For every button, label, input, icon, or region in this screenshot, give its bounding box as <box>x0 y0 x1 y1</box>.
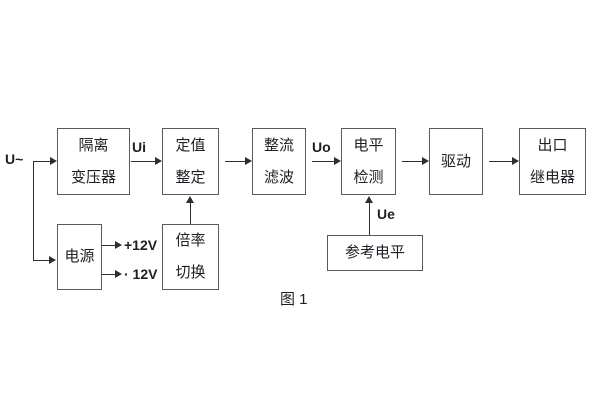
arrowhead-minus12 <box>115 270 122 278</box>
figure-caption: 图 1 <box>280 291 308 308</box>
block-reference-level: 参考电平 <box>327 235 423 271</box>
connector-driver-relay <box>489 161 513 162</box>
block-label: 倍率 <box>175 232 206 249</box>
block-power-supply: 电源 <box>57 224 102 290</box>
connector-input-branch-down <box>33 161 34 260</box>
connector-rectifier-detector <box>312 161 335 162</box>
arrowhead-into-detector-bottom <box>365 196 373 203</box>
block-label: 电源 <box>64 248 95 265</box>
connector-reference-detector <box>369 203 370 235</box>
arrowhead-into-driver <box>422 157 429 165</box>
block-label: 电平 <box>353 136 384 154</box>
block-label: 定值 <box>175 136 206 154</box>
input-signal-label: U~ <box>5 151 24 167</box>
block-level-detector: 电平 检测 <box>341 128 396 195</box>
block-label: 整定 <box>175 168 206 186</box>
arrowhead-into-setpoint <box>155 157 162 165</box>
arrowhead-plus12 <box>115 241 122 249</box>
connector-power-plus12 <box>102 245 116 246</box>
signal-label-uo: Uo <box>312 139 331 155</box>
arrowhead-into-power <box>49 256 56 264</box>
block-output-relay: 出口 继电器 <box>519 128 586 195</box>
connector-detector-driver <box>402 161 423 162</box>
block-label: 隔离 <box>78 136 109 154</box>
arrowhead-into-relay <box>512 157 519 165</box>
connector-power-minus12 <box>102 274 116 275</box>
block-label: 整流 <box>263 136 294 154</box>
block-label: 出口 <box>537 136 568 154</box>
block-label: 继电器 <box>529 168 575 186</box>
block-label: 检测 <box>353 168 384 186</box>
arrowhead-into-rectifier <box>245 157 252 165</box>
block-label: 驱动 <box>440 152 471 170</box>
block-label: 切换 <box>175 264 206 281</box>
signal-label-ue: Ue <box>377 206 395 222</box>
block-label: 滤波 <box>263 168 294 186</box>
power-label-minus12v: · 12V <box>124 266 158 282</box>
block-driver: 驱动 <box>429 128 483 195</box>
signal-label-ui: Ui <box>132 139 146 155</box>
connector-ratio-setpoint <box>190 203 191 224</box>
block-isolation-transformer: 隔离 变压器 <box>57 128 130 195</box>
connector-input-line <box>33 161 51 162</box>
connector-into-power <box>33 260 50 261</box>
connector-setpoint-rectifier <box>225 161 246 162</box>
arrowhead-into-transformer <box>50 157 57 165</box>
block-setpoint-adjust: 定值 整定 <box>162 128 219 195</box>
block-rectifier-filter: 整流 滤波 <box>252 128 306 195</box>
arrowhead-into-setpoint-bottom <box>186 196 194 203</box>
block-label: 变压器 <box>70 168 116 186</box>
power-label-plus12v: +12V <box>124 237 158 253</box>
block-ratio-switch: 倍率 切换 <box>162 224 219 290</box>
connector-transformer-setpoint <box>131 161 156 162</box>
block-label: 参考电平 <box>344 244 405 261</box>
arrowhead-into-detector <box>334 157 341 165</box>
